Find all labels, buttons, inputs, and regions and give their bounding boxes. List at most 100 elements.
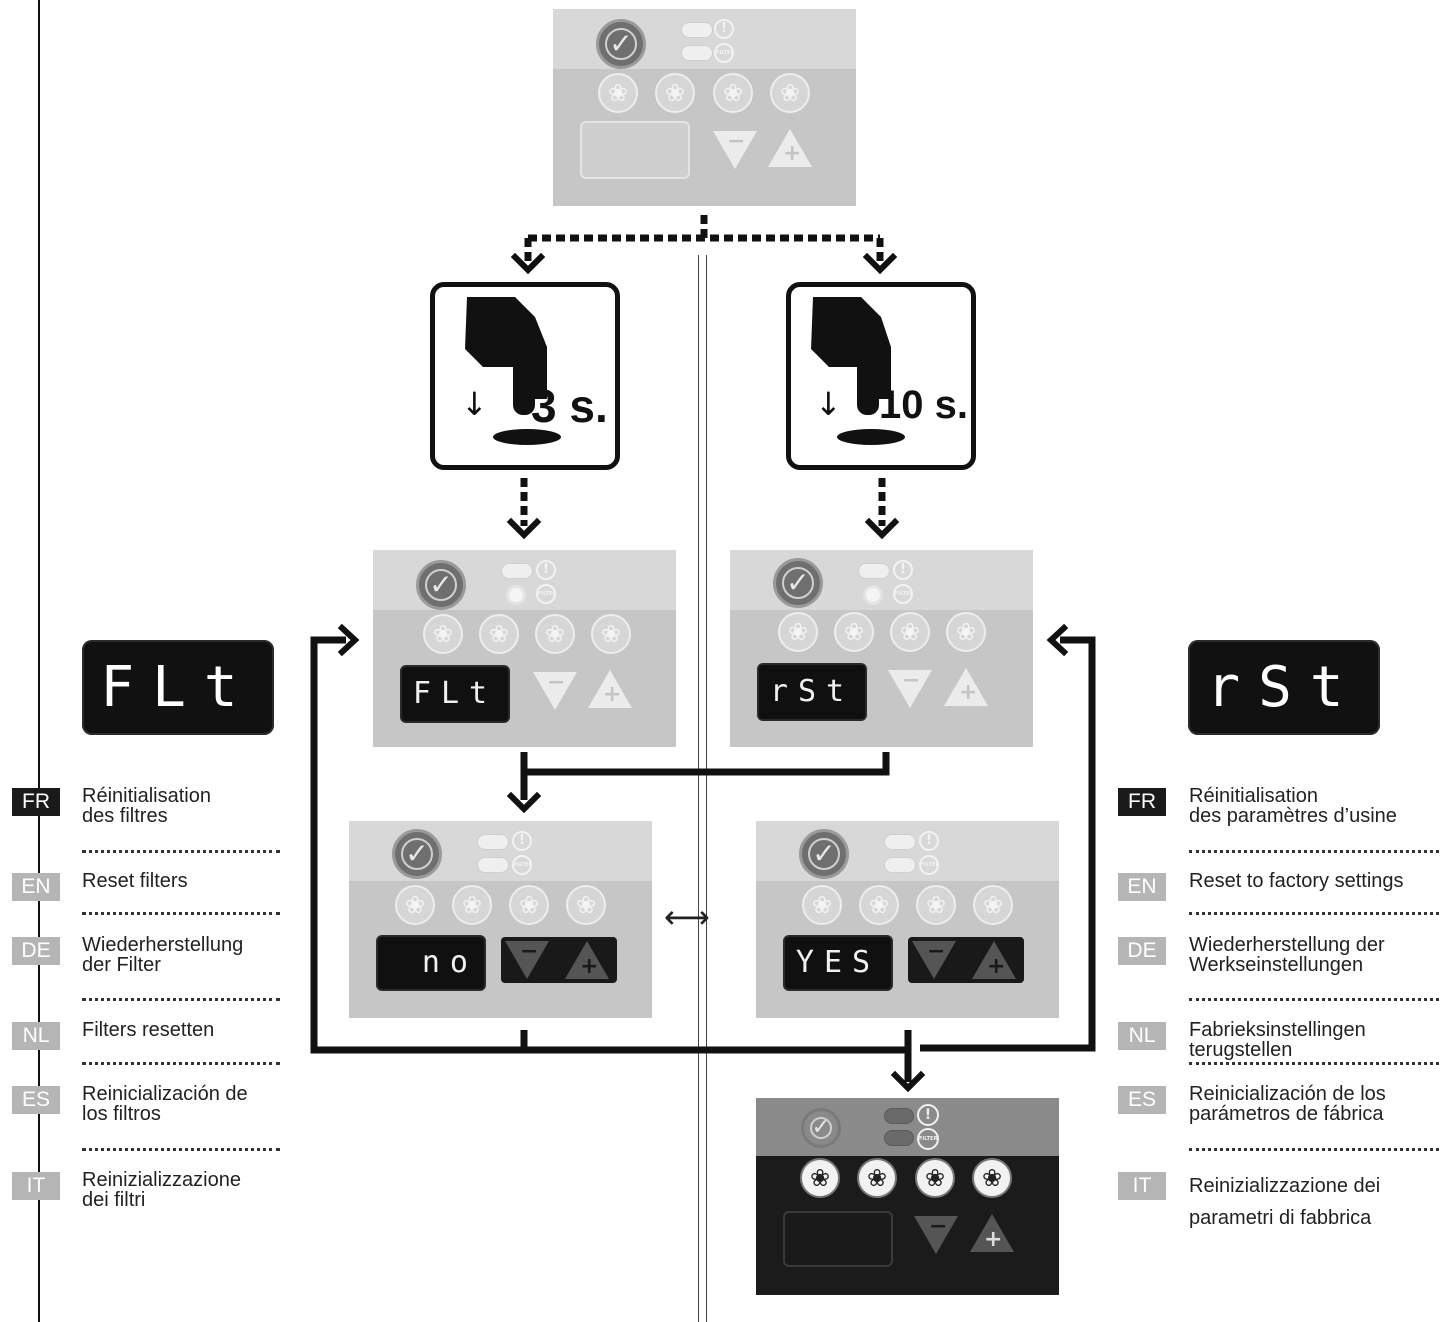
legend-left-nl: Filters resetten: [82, 1019, 215, 1041]
center-divider-rule-2: [706, 255, 707, 1322]
arrow-head-loop-right: [1046, 623, 1069, 657]
big-display-rst: rSt: [1188, 640, 1380, 735]
fan-speed-1-icon: ❀: [423, 614, 463, 654]
fan-speed-3-icon: ❀: [915, 1158, 955, 1198]
fan-speed-2-icon: ❀: [857, 1158, 897, 1198]
legend-right-fr: Réinitialisation des paramètres d’usine: [1189, 785, 1397, 827]
plus-icon: [565, 941, 609, 979]
fan-speed-2-icon: ❀: [452, 885, 492, 925]
lang-tag-es: ES: [12, 1086, 60, 1114]
lang-tag-fr-right: FR: [1118, 788, 1166, 816]
panel-choice-no: ✓ ! FILTER ❀ ❀ ❀ ❀ no − +: [349, 821, 652, 1018]
fan-speed-3-icon: ❀: [535, 614, 575, 654]
panel-final: ✓ ! FILTER ❀ ❀ ❀ ❀ − +: [756, 1098, 1059, 1295]
alert-icon: !: [917, 1104, 939, 1126]
plus-icon: [972, 941, 1016, 979]
dotted-separator: [82, 1148, 280, 1151]
hand-press-box-3s: ↓ 3 s.: [430, 282, 620, 470]
hand-press-icon-2: [811, 297, 905, 445]
fan-speed-4-icon: ❀: [591, 614, 631, 654]
check-icon: ✓: [773, 558, 823, 608]
loop-right-line: [920, 636, 1096, 1052]
legend-left-es: Reinicialización de los filtros: [82, 1083, 248, 1125]
display-final: [783, 1211, 893, 1267]
fan-speed-3-icon: ❀: [916, 885, 956, 925]
minus-icon: [914, 1216, 958, 1254]
dotted-separator: [1189, 998, 1439, 1001]
lang-tag-es-right: ES: [1118, 1086, 1166, 1114]
panel-choice-yes: ✓ ! FILTER ❀ ❀ ❀ ❀ YES − +: [756, 821, 1059, 1018]
lang-tag-de: DE: [12, 937, 60, 965]
loop-left-line: [310, 636, 528, 1054]
arrow-head-merge: [506, 791, 542, 814]
to-final-line: [524, 1030, 912, 1082]
lang-tag-de-right: DE: [1118, 937, 1166, 965]
fan-speed-1-icon: ❀: [778, 612, 818, 652]
fan-speed-3-icon: ❀: [509, 885, 549, 925]
fan-speed-1-icon: ❀: [395, 885, 435, 925]
dotted-separator: [82, 998, 280, 1001]
dotted-separator: [1189, 1148, 1439, 1151]
fan-speed-4-icon: ❀: [566, 885, 606, 925]
lang-tag-nl-right: NL: [1118, 1022, 1166, 1050]
dotted-separator: [82, 850, 280, 853]
fan-speed-1-icon: ❀: [802, 885, 842, 925]
fan-speed-1-icon: ❀: [598, 73, 638, 113]
fan-speed-4-icon: ❀: [946, 612, 986, 652]
dotted-separator: [1189, 1062, 1439, 1065]
minus-icon: [912, 941, 956, 979]
check-icon: ✓: [801, 1108, 841, 1148]
display-yes: YES: [783, 935, 893, 991]
alert-icon: !: [893, 560, 913, 580]
check-icon: ✓: [596, 19, 646, 69]
fan-speed-3-icon: ❀: [713, 73, 753, 113]
lang-tag-en-right: EN: [1118, 873, 1166, 901]
filter-icon: FILTER: [714, 43, 734, 63]
blinking-led-icon: [866, 588, 880, 602]
fan-speed-4-icon: ❀: [973, 885, 1013, 925]
lang-tag-fr: FR: [12, 788, 60, 816]
check-icon: ✓: [799, 829, 849, 879]
plus-icon: [588, 670, 632, 708]
arrow-head-final: [890, 1070, 926, 1093]
legend-right-es: Reinicialización de los parámetros de fá…: [1189, 1083, 1386, 1125]
fan-speed-2-icon: ❀: [479, 614, 519, 654]
check-icon: ✓: [392, 829, 442, 879]
merge-line: [520, 752, 890, 800]
minus-icon: [505, 941, 549, 979]
minus-icon: [888, 670, 932, 708]
filter-icon: FILTER: [536, 584, 556, 604]
hand-press-icon: [465, 297, 561, 445]
filter-icon: FILTER: [893, 584, 913, 604]
dotted-separator: [82, 1062, 280, 1065]
check-icon: ✓: [416, 560, 466, 610]
fan-speed-3-icon: ❀: [890, 612, 930, 652]
plus-icon: [944, 668, 988, 706]
dotted-split-line: [524, 215, 884, 262]
filter-icon: FILTER: [917, 1128, 939, 1150]
toggle-arrow-icon: ⟷: [664, 899, 710, 935]
panel-top: ✓ ! FILTER ❀ ❀ ❀ ❀ − +: [553, 9, 856, 206]
arrow-head-left-mid: [506, 517, 542, 540]
fan-speed-2-icon: ❀: [859, 885, 899, 925]
legend-left-de: Wiederherstellung der Filter: [82, 934, 244, 976]
legend-left-fr: Réinitialisation des filtres: [82, 785, 211, 827]
minus-icon: [713, 131, 757, 169]
panel-filter-reset: ✓ ! FILTER ❀ ❀ ❀ ❀ FLt − +: [373, 550, 676, 747]
fan-speed-4-icon: ❀: [770, 73, 810, 113]
panel-factory-reset: ✓ ! FILTER ❀ ❀ ❀ ❀ rSt − +: [730, 550, 1033, 747]
arrow-head-left-top: [510, 252, 546, 275]
plus-icon: [768, 129, 812, 167]
arrow-head-loop-left: [337, 623, 360, 657]
alert-icon: !: [512, 831, 532, 851]
display-no: no: [376, 935, 486, 991]
dotted-separator: [1189, 850, 1439, 853]
minus-icon: [533, 672, 577, 710]
center-divider-rule: [698, 255, 699, 1322]
display-factory-code: rSt: [757, 663, 867, 721]
arrow-head-right-top: [862, 252, 898, 275]
dotted-separator: [1189, 912, 1439, 915]
filter-icon: FILTER: [512, 855, 532, 875]
left-margin-rule: [38, 0, 40, 1322]
lang-tag-en: EN: [12, 873, 60, 901]
